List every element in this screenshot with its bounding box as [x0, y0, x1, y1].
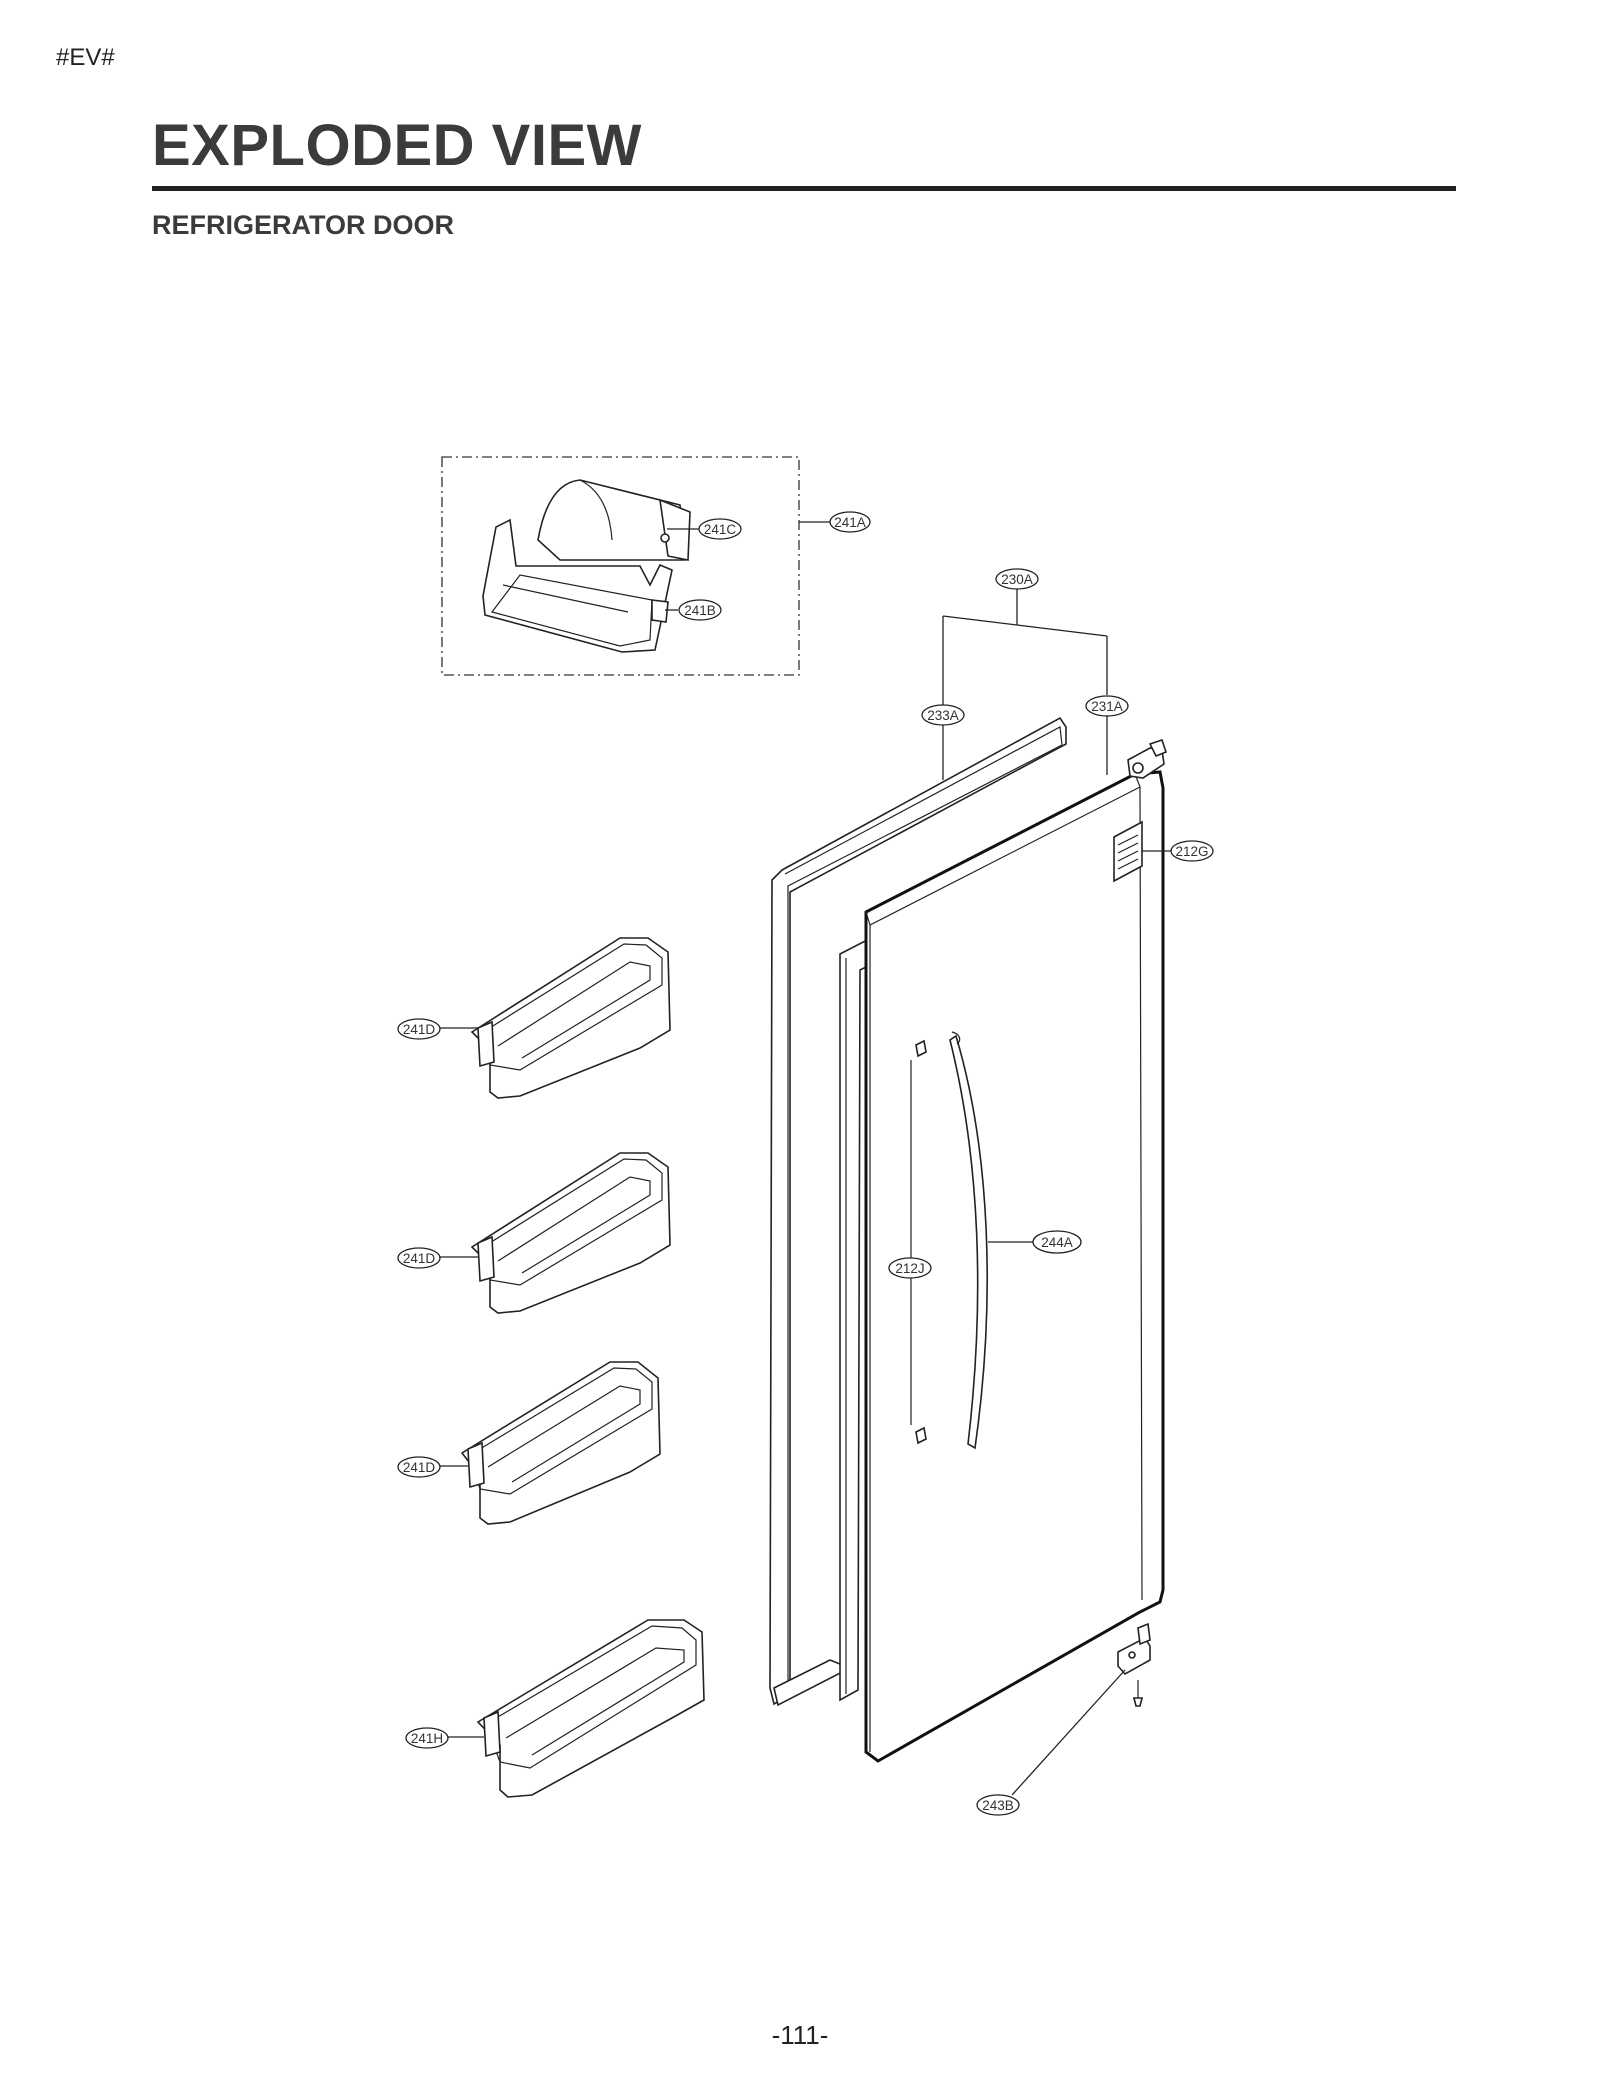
door-bin-1	[470, 937, 671, 1099]
callout-241C: 241C	[698, 518, 742, 540]
door-bin-bottom	[476, 1619, 705, 1798]
svg-text:241D: 241D	[403, 1251, 436, 1266]
page-number: -111-	[771, 2020, 829, 2050]
dairy-bin-assembly	[482, 479, 691, 653]
svg-text:241D: 241D	[403, 1460, 436, 1475]
callout-241D-2: 241D	[397, 1247, 441, 1269]
svg-text:243B: 243B	[982, 1798, 1014, 1813]
callout-241A: 241A	[829, 511, 871, 533]
callout-231A: 231A	[1085, 695, 1129, 717]
callout-241B: 241B	[678, 599, 722, 621]
door-bin-2	[470, 1152, 671, 1314]
dairy-assembly-box	[441, 456, 800, 676]
page-title: EXPLODED VIEW	[152, 113, 642, 178]
callout-212J: 212J	[888, 1257, 932, 1279]
title-rule	[152, 186, 1456, 191]
page-subtitle: REFRIGERATOR DOOR	[152, 210, 455, 240]
door-handle	[949, 1031, 988, 1450]
callout-241D-3: 241D	[397, 1456, 441, 1478]
door-bin-3	[460, 1361, 661, 1525]
svg-text:212G: 212G	[1175, 844, 1208, 859]
svg-text:212J: 212J	[895, 1261, 924, 1276]
svg-text:233A: 233A	[927, 708, 959, 723]
svg-text:241C: 241C	[704, 522, 737, 537]
svg-text:241D: 241D	[403, 1022, 436, 1037]
callout-241D-1: 241D	[397, 1018, 441, 1040]
svg-text:241A: 241A	[834, 515, 866, 530]
callout-241H: 241H	[405, 1727, 449, 1749]
svg-text:244A: 244A	[1041, 1235, 1073, 1250]
callout-230A: 230A	[995, 568, 1039, 590]
document-tag: #EV#	[56, 44, 115, 71]
svg-text:230A: 230A	[1001, 572, 1033, 587]
door-badge	[1113, 820, 1143, 883]
lower-hinge	[1117, 1622, 1151, 1707]
callout-244A: 244A	[1032, 1230, 1082, 1254]
refrigerator-door	[864, 738, 1167, 1763]
svg-text:241B: 241B	[684, 603, 716, 618]
callout-212G: 212G	[1170, 840, 1214, 862]
svg-text:241H: 241H	[411, 1731, 443, 1746]
svg-text:231A: 231A	[1091, 699, 1123, 714]
callout-243B: 243B	[976, 1794, 1020, 1816]
callout-233A: 233A	[921, 704, 965, 726]
